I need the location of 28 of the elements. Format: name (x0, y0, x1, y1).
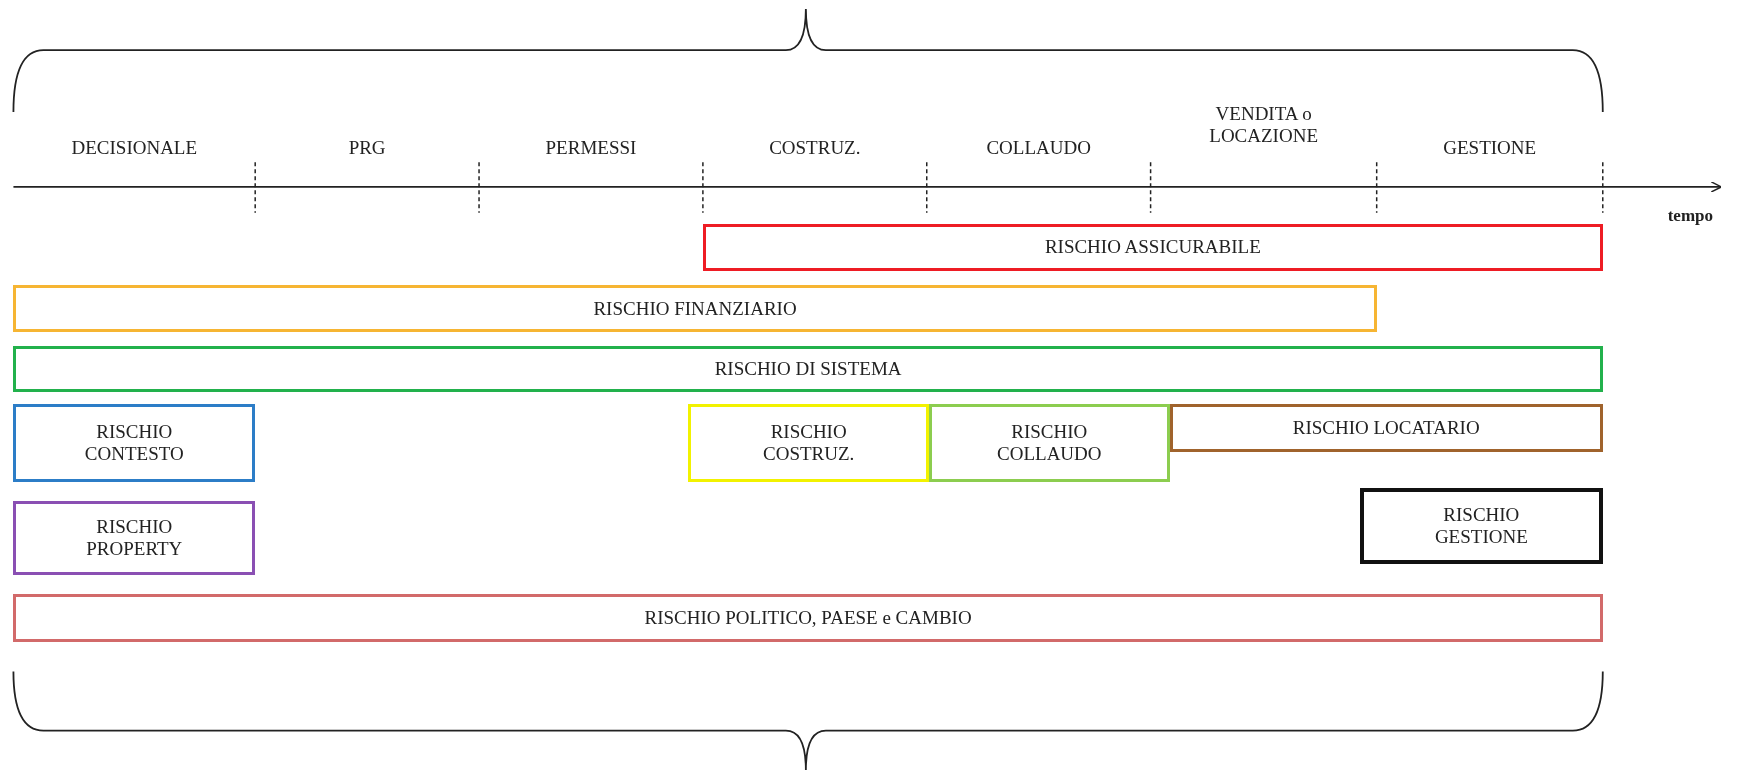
risk-label: RISCHIO POLITICO, PAESE e CAMBIO (644, 607, 972, 630)
risk-label: RISCHIO LOCATARIO (1292, 417, 1480, 440)
risk-label: RISCHIO COLLAUDO (996, 421, 1103, 466)
risk-bar (13, 501, 256, 576)
risk-label: RISCHIO GESTIONE (1433, 504, 1529, 549)
phase-label: PRG (347, 136, 387, 159)
phase-label: VENDITA o LOCAZIONE (1208, 102, 1319, 147)
risk-bar (929, 404, 1170, 483)
axis-label: tempo (1667, 204, 1713, 227)
risk-bar (13, 285, 1377, 333)
risk-bar (1169, 404, 1603, 453)
risk-bar (702, 223, 1603, 271)
phase-label: DECISIONALE (70, 136, 199, 159)
risk-bar (13, 345, 1603, 392)
phase-label: COSTRUZ. (768, 136, 862, 159)
risk-bar (1359, 488, 1603, 565)
risk-label: RISCHIO FINANZIARIO (593, 297, 797, 320)
risk-bar (688, 404, 929, 483)
risk-label: RISCHIO COSTRUZ. (762, 421, 856, 466)
risk-label: RISCHIO ASSICURABILE (1044, 236, 1261, 259)
risk-bar (13, 404, 256, 483)
risk-label: RISCHIO CONTESTO (83, 421, 185, 466)
risk-bar (13, 594, 1603, 643)
phase-label: COLLAUDO (985, 136, 1092, 159)
risk-label: RISCHIO PROPERTY (85, 516, 184, 561)
risk-label: RISCHIO DI SISTEMA (714, 357, 902, 380)
phase-label: PERMESSI (544, 136, 638, 159)
phase-label: GESTIONE (1442, 136, 1538, 159)
